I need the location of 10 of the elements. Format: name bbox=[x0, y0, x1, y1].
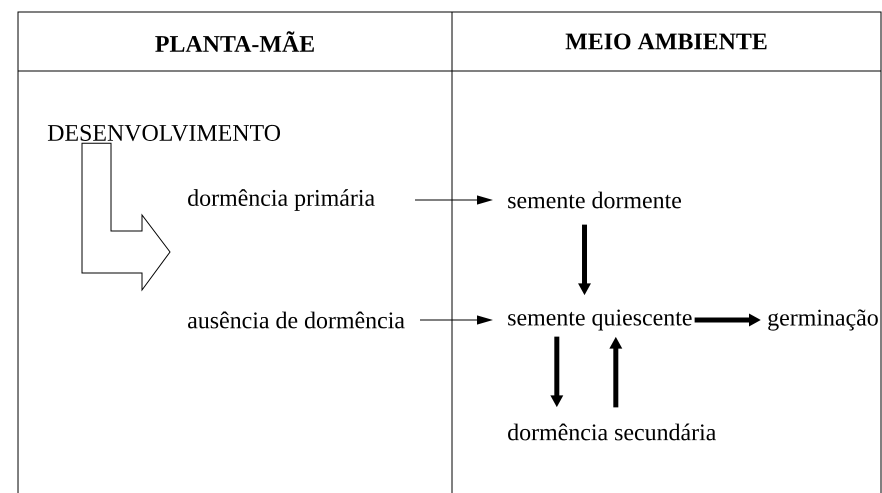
stage-label: germinação bbox=[768, 309, 878, 331]
header-cell: PLANTA-MÃE bbox=[18, 12, 452, 72]
header-cell: MEIO AMBIENTE bbox=[452, 12, 882, 72]
stage-label: semente quiescente bbox=[508, 310, 692, 330]
stage-label: semente dormente bbox=[508, 192, 681, 208]
stage-label: ausência de dormência bbox=[188, 312, 405, 328]
stage-label: DESENVOLVIMENTO bbox=[48, 124, 280, 142]
block-arrow bbox=[82, 142, 171, 292]
stage-label: dormência primária bbox=[188, 189, 375, 211]
stage-label: dormência secundária bbox=[508, 424, 716, 440]
